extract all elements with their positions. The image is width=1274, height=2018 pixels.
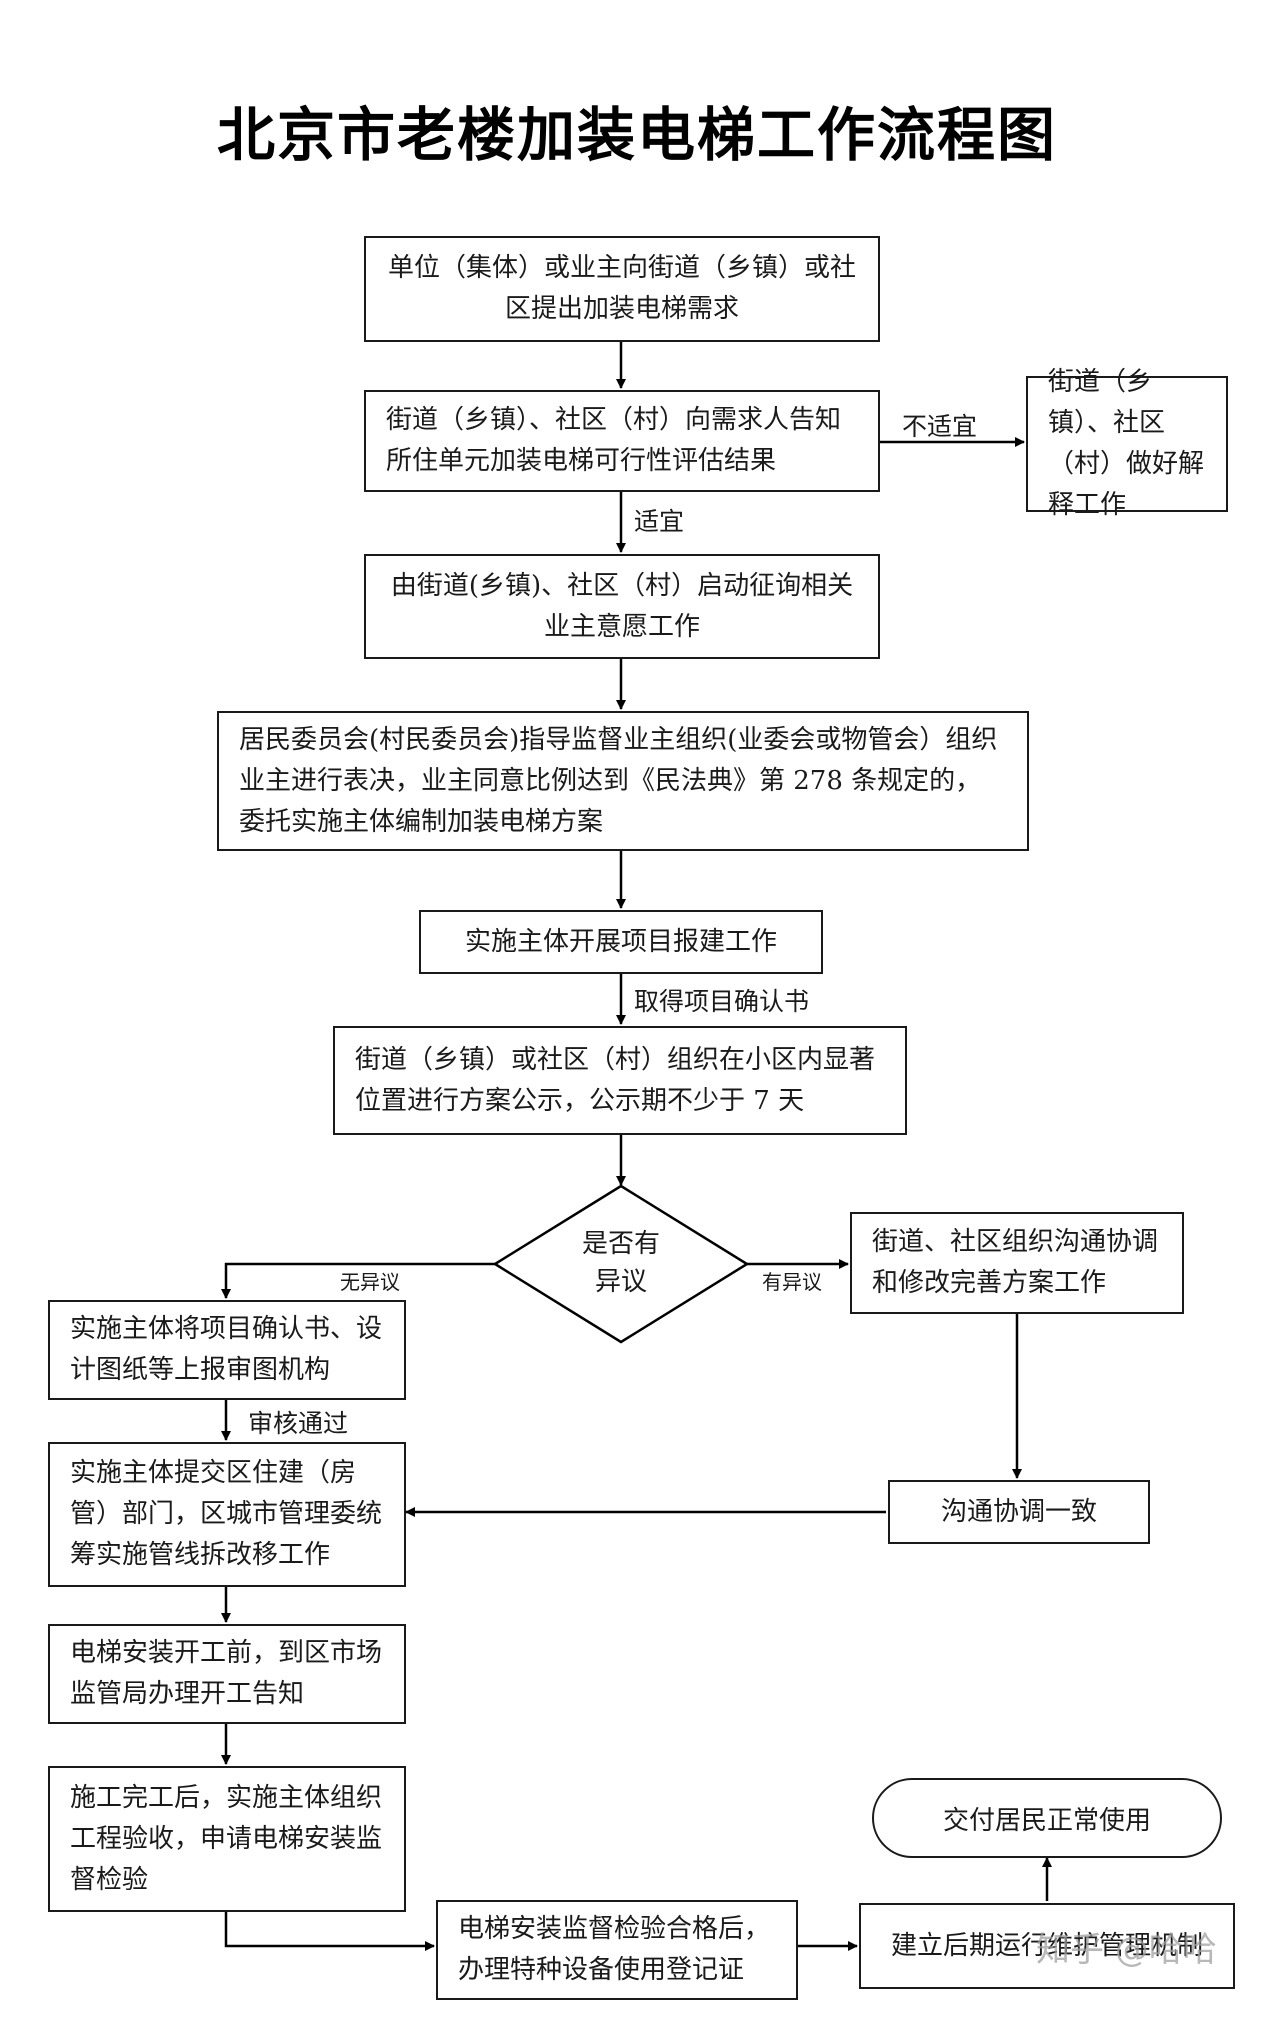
step-construction-notice: 电梯安装开工前，到区市场监管局办理开工告知	[48, 1624, 406, 1724]
step-explanation: 街道（乡镇）、社区（村）做好解释工作	[1026, 367, 1228, 520]
step-plan-publicity-text: 街道（乡镇）或社区（村）组织在小区内显著位置进行方案公示，公示期不少于 7 天	[355, 1044, 876, 1116]
step-coordinate-revise-text: 街道、社区组织沟通协调和修改完善方案工作	[872, 1227, 1159, 1298]
step-explanation-text: 街道（乡镇）、社区（村）做好解释工作	[1048, 367, 1205, 520]
page-title: 北京市老楼加装电梯工作流程图	[216, 101, 1057, 169]
step-owner-vote-text: 居民委员会(村民委员会)指导监督业主组织(业委会或物管会）组织业主进行表决，业主…	[239, 724, 998, 837]
step-solicit-opinion: 由街道(乡镇)、社区（村）启动征询相关业主意愿工作	[364, 554, 880, 659]
step-submit-review: 实施主体将项目确认书、设计图纸等上报审图机构	[48, 1300, 406, 1400]
step-acceptance-inspection: 施工完工后，实施主体组织工程验收，申请电梯安装监督检验	[48, 1766, 406, 1912]
label-confirmation: 取得项目确认书	[634, 987, 810, 1016]
step-plan-publicity: 街道（乡镇）或社区（村）组织在小区内显著位置进行方案公示，公示期不少于 7 天	[333, 1026, 907, 1135]
label-not-suitable: 不适宜	[902, 412, 978, 441]
arrow-decision-n7	[221, 1262, 495, 1299]
label-review-passed: 审核通过	[248, 1409, 349, 1438]
step-coordinate-revise: 街道、社区组织沟通协调和修改完善方案工作	[850, 1212, 1184, 1314]
step-maintenance-mechanism-text: 建立后期运行维护管理机制	[890, 1930, 1203, 1961]
terminal-deliver-use: 交付居民正常使用	[872, 1778, 1222, 1858]
step-project-filing-text: 实施主体开展项目报建工作	[464, 926, 777, 957]
label-suitable: 适宜	[634, 507, 685, 536]
step-feasibility-result: 街道（乡镇）、社区（村）向需求人告知所住单元加装电梯可行性评估结果	[364, 390, 880, 492]
decision-label: 是否有异议	[581, 1229, 660, 1297]
step-submit-request: 单位（集体）或业主向街道（乡镇）或社区提出加装电梯需求	[364, 236, 880, 342]
step-pipeline-relocation: 实施主体提交区住建（房管）部门，区城市管理委统筹实施管线拆改移工作	[48, 1442, 406, 1587]
step-pipeline-relocation-text: 实施主体提交区住建（房管）部门，区城市管理委统筹实施管线拆改移工作	[70, 1458, 383, 1570]
terminal-deliver-use-text: 交付居民正常使用	[942, 1805, 1151, 1836]
watermark: 知乎 @哈哈	[1036, 1930, 1217, 1970]
step-registration-certificate-text: 电梯安装监督检验合格后，办理特种设备使用登记证	[458, 1914, 771, 1985]
label-objection: 有异议	[762, 1270, 822, 1294]
step-owner-vote: 居民委员会(村民委员会)指导监督业主组织(业委会或物管会）组织业主进行表决，业主…	[217, 711, 1029, 851]
decision-diamond	[492, 1184, 750, 1344]
step-acceptance-inspection-text: 施工完工后，实施主体组织工程验收，申请电梯安装监督检验	[70, 1782, 383, 1895]
step-maintenance-mechanism: 建立后期运行维护管理机制	[859, 1903, 1235, 1989]
step-solicit-opinion-text: 由街道(乡镇)、社区（村）启动征询相关业主意愿工作	[390, 570, 854, 642]
step-construction-notice-text: 电梯安装开工前，到区市场监管局办理开工告知	[70, 1638, 383, 1709]
step-registration-certificate: 电梯安装监督检验合格后，办理特种设备使用登记证	[436, 1900, 798, 2000]
step-submit-review-text: 实施主体将项目确认书、设计图纸等上报审图机构	[70, 1314, 383, 1385]
step-submit-request-text: 单位（集体）或业主向街道（乡镇）或社区提出加装电梯需求	[387, 253, 856, 324]
step-consensus: 沟通协调一致	[888, 1480, 1150, 1544]
step-project-filing: 实施主体开展项目报建工作	[419, 910, 823, 974]
arrow-n10-n11	[224, 1912, 435, 1951]
step-consensus-text: 沟通协调一致	[940, 1496, 1097, 1527]
step-feasibility-result-text: 街道（乡镇）、社区（村）向需求人告知所住单元加装电梯可行性评估结果	[386, 405, 842, 476]
label-no-objection: 无异议	[340, 1270, 400, 1294]
